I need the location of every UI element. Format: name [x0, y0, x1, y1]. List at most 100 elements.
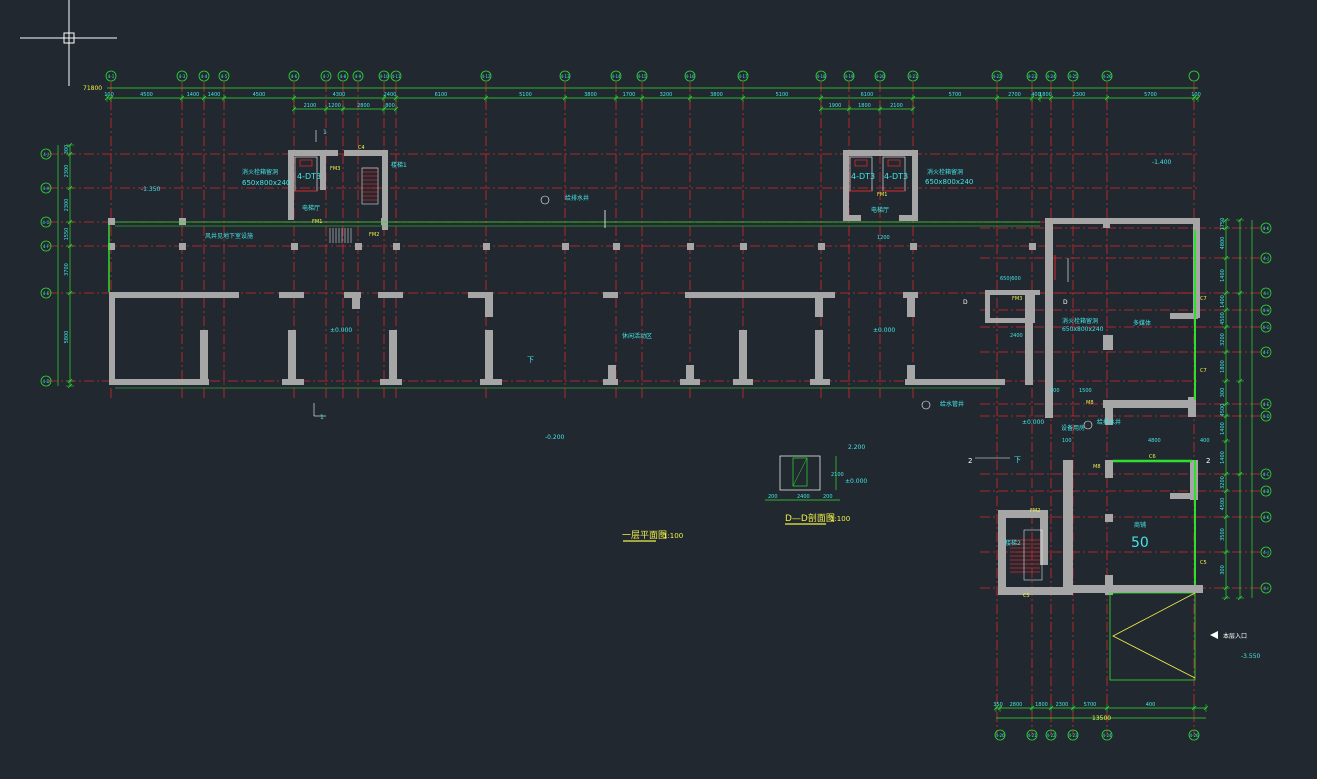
section-level: ±0.000 [845, 478, 867, 485]
wall-segment [815, 297, 823, 317]
window-c7-a: C7 [1200, 296, 1207, 302]
wall-segment [843, 150, 849, 220]
level-e: ±0.000 [1022, 419, 1044, 426]
axis-bubble-bottom-label: 4-26 [1189, 733, 1199, 738]
axis-bubble-right [1260, 287, 1272, 299]
down-mark: 下 [527, 356, 534, 364]
top-dim-row2-right-label: 1800 [858, 103, 871, 109]
wall-segment [985, 290, 1040, 295]
room-store-number: 50 [1131, 535, 1149, 551]
axis-bubble-top [1101, 70, 1113, 82]
level-a: -1.350 [141, 186, 161, 193]
axis-bubble-top-label: 4-16 [685, 74, 695, 79]
door-fm3-left: FM3 [330, 166, 340, 172]
axis-bubble-top [480, 70, 492, 82]
axis-bubble-top-label: 4-23 [1027, 74, 1037, 79]
axis-bubble-top-label: 4-17 [738, 74, 748, 79]
wall-segment [685, 292, 835, 298]
axis-bubble-right [1260, 398, 1272, 410]
door-fm1-right: FM1 [877, 192, 887, 198]
exit-label: 本层入口 [1223, 632, 1247, 640]
section-door [792, 457, 808, 487]
right-dim-chain-label: 300 [1220, 565, 1226, 575]
axis-bubble-right [1260, 321, 1272, 333]
bottom-dim-chain-label: 1800 [1035, 702, 1048, 708]
room-labels: 休闲活动区 电梯厅 电梯厅 楼梯1 楼梯2 商铺 50 多媒体 设备用房 本层入… [205, 161, 1247, 640]
wall-segment [468, 292, 493, 298]
section-dimensions: 200 2400 200 2100 [768, 472, 844, 500]
axis-bubble-left-label: 4-H [43, 186, 50, 191]
level-d: ±0.000 [873, 327, 895, 334]
room-office-label: 休闲活动区 [622, 332, 652, 340]
wall-segment [483, 243, 490, 250]
window-c4: C4 [358, 145, 365, 151]
bottom-dim-chain-label: 2300 [1056, 702, 1069, 708]
right-dim-chain-label: 4500 [1220, 312, 1226, 325]
axis-bubble-top-label: 4-14 [611, 74, 621, 79]
top-dim-chain-label: 2700 [1008, 92, 1021, 98]
dim-2400-mid: 2400 [1010, 333, 1023, 339]
axis-bubble-top [105, 70, 117, 82]
top-total-dim: 71800 [83, 85, 102, 92]
axis-bubble-bottom [1045, 729, 1057, 741]
section-ref-1: 1 [320, 414, 324, 421]
shaft-right-label: 消火栓箱留洞 [927, 168, 963, 176]
wall-segment [1170, 493, 1195, 499]
section-dim-1: 200 [768, 494, 778, 500]
wall-segment [1193, 218, 1200, 318]
bottom-dim-chain-label: 5700 [1084, 702, 1097, 708]
window-c6: C6 [1149, 454, 1156, 460]
wall-segment [480, 379, 502, 385]
elevator-tags: 4-DT3 4-DT3 4-DT3 [297, 172, 908, 181]
section-top-level: 2.200 [848, 444, 865, 451]
top-dim-chain-label: 6100 [435, 92, 448, 98]
axis-bubble-top [815, 70, 827, 82]
wall-segment [899, 215, 918, 221]
axis-bubble-top-label: 4-12 [481, 74, 491, 79]
wall-segment [109, 219, 115, 225]
elevator-left-tag: 4-DT3 [297, 172, 321, 181]
wall-segment [179, 218, 186, 225]
axis-bubble-bottom [1188, 729, 1200, 741]
right-dim-chain-label: 1400 [1220, 295, 1226, 308]
axis-bubble-top-label: 4-5 [221, 74, 228, 79]
axis-bubble-bottom [1067, 729, 1079, 741]
axis-bubble-right-label: 4-K [1263, 226, 1270, 231]
wall-segment [815, 330, 823, 385]
top-dim-chain-label: 1400 [187, 92, 200, 98]
axis-bubble-bottom-label: 4-24 [1102, 733, 1112, 738]
wall-segment [998, 510, 1048, 518]
room-stair2-label: 楼梯2 [1005, 539, 1021, 547]
left-dim-chain-label: 2300 [64, 199, 70, 212]
level-c: ±0.000 [330, 327, 352, 334]
room-stair1-label: 楼梯1 [391, 161, 407, 169]
section-dim-2: 2400 [797, 494, 810, 500]
axis-bubble-left-label: 4-J [43, 152, 48, 157]
axis-bubble-top-label: 4-3 [179, 74, 186, 79]
wall-segment [998, 587, 1073, 595]
axis-bubble-top [610, 70, 622, 82]
stair2-outline [1023, 529, 1043, 581]
axis-bubble-bottom-label: 4-22 [1046, 733, 1056, 738]
axis-bubble-left-label: 4-G [42, 220, 49, 225]
section-ref-2: 2 [968, 457, 972, 465]
door-window-tags: FM1 FM2 FM3 FM1 FM3 FM2 M8 M8 C7 C7 C6 C… [312, 145, 1207, 599]
axis-bubble-top-label: 4-11 [391, 74, 401, 79]
wall-segment [1025, 292, 1033, 385]
wall-segment [1170, 313, 1198, 319]
axis-bubble-left-label: 4-F [43, 244, 50, 249]
wall-segment [1040, 510, 1048, 565]
axis-bubble-top [378, 70, 390, 82]
right-dim-chain-label: 4800 [1220, 237, 1226, 250]
stair1-outline [361, 167, 379, 205]
top-dim-chain-label: 3200 [660, 92, 673, 98]
section-ref-2-right: 2 [1206, 457, 1210, 465]
right-dim-chain-label: 300 [1220, 388, 1226, 398]
axis-bubble-top [390, 70, 402, 82]
wall-segment [686, 365, 694, 385]
entrance-ramp-outline [1109, 592, 1196, 681]
section-dim-h: 2100 [831, 472, 844, 478]
